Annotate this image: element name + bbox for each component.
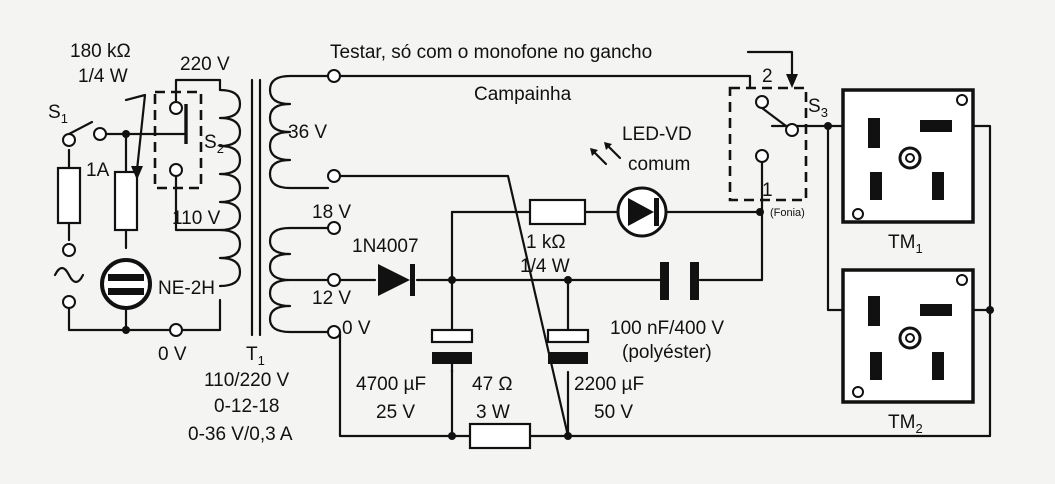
switch-s2	[153, 90, 203, 190]
capacitor-2200uf	[546, 328, 590, 364]
telephone-module-tm1	[841, 88, 975, 224]
label-t1: T1	[246, 344, 265, 368]
ac-source-icon	[53, 266, 85, 284]
capacitor-100nf	[660, 262, 699, 300]
label-led-type: comum	[628, 154, 690, 175]
label-c2200: 2200 µF	[574, 374, 644, 395]
label-0v-right: 0 V	[342, 318, 371, 339]
label-tm1: TM1	[888, 232, 923, 256]
label-t1-spec2: 0-12-18	[214, 396, 280, 417]
label-diode: 1N4007	[352, 236, 419, 257]
led-green	[590, 142, 668, 238]
label-220v: 220 V	[180, 54, 230, 75]
label-12v: 12 V	[312, 288, 351, 309]
resistor-47ohm	[468, 422, 532, 450]
capacitor-4700uf	[430, 328, 474, 374]
label-t1-spec3: 0-36 V/0,3 A	[188, 424, 293, 445]
label-fuse: 1A	[86, 160, 110, 181]
label-s3-pos2: 2	[762, 66, 773, 87]
label-c2200-volt: 50 V	[594, 402, 633, 423]
label-r47: 47 Ω	[472, 374, 513, 395]
label-s3: S3	[808, 96, 828, 120]
label-c4700-volt: 25 V	[376, 402, 415, 423]
switch-s3	[728, 50, 808, 214]
switch-s1-terminal	[62, 133, 76, 147]
label-fonia: (Fonia)	[770, 207, 805, 219]
transformer-t1	[218, 69, 341, 339]
label-t1-spec1: 110/220 V	[204, 370, 290, 391]
label-r1k-watt: 1/4 W	[520, 256, 570, 277]
label-r1k: 1 kΩ	[526, 232, 566, 253]
resistor-180k	[113, 170, 139, 232]
label-0v-left: 0 V	[158, 344, 187, 365]
label-s2: S2	[204, 132, 224, 156]
label-neon: NE-2H	[158, 278, 215, 299]
mains-section	[53, 78, 222, 337]
label-18v: 18 V	[312, 202, 351, 223]
label-s1: S1	[48, 102, 68, 126]
ac-terminal	[62, 243, 76, 257]
label-campainha: Campainha	[474, 84, 572, 105]
neon-lamp	[100, 258, 152, 332]
label-tm2: TM2	[888, 412, 923, 436]
telephone-module-tm2	[841, 268, 975, 404]
label-r-neon: 180 kΩ	[70, 41, 131, 62]
label-r-neon-watt: 1/4 W	[78, 66, 128, 87]
labels: 180 kΩ 1/4 W 220 V S1 1A S2 110 V NE-2H …	[48, 41, 923, 445]
diode-1n4007	[378, 264, 415, 296]
fuse	[56, 166, 82, 225]
label-110v: 110 V	[172, 208, 221, 229]
label-testar: Testar, só com o monofone no gancho	[330, 42, 652, 63]
label-c-film: 100 nF/400 V	[610, 318, 724, 339]
label-c-film-type: (polyéster)	[622, 342, 712, 363]
label-led: LED-VD	[622, 124, 692, 145]
label-36v: 36 V	[288, 122, 327, 143]
label-s3-pos1: 1	[762, 180, 773, 201]
resistor-1k	[528, 198, 587, 226]
label-c4700: 4700 µF	[356, 374, 426, 395]
label-r47-watt: 3 W	[476, 402, 510, 423]
